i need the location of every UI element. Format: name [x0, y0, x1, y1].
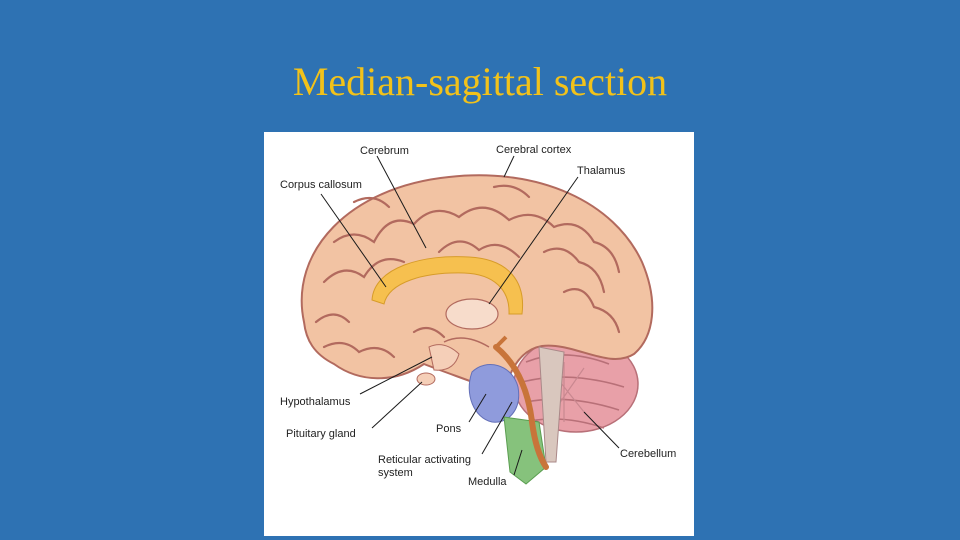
- label-cerebrum: Cerebrum: [360, 145, 409, 157]
- pons-shape: [469, 365, 518, 423]
- label-pituitary-gland: Pituitary gland: [286, 428, 356, 440]
- thalamus-shape: [446, 299, 498, 329]
- label-cerebellum: Cerebellum: [620, 448, 676, 460]
- label-reticular-line2: system: [378, 467, 413, 479]
- label-medulla: Medulla: [468, 476, 507, 488]
- slide-title: Median-sagittal section: [0, 58, 960, 105]
- brain-diagram: Cerebrum Cerebral cortex Thalamus Corpus…: [264, 132, 694, 536]
- brain-illustration: Cerebrum Cerebral cortex Thalamus Corpus…: [264, 132, 694, 536]
- pituitary-gland-shape: [417, 373, 435, 385]
- label-reticular-line1: Reticular activating: [378, 454, 471, 466]
- label-hypothalamus: Hypothalamus: [280, 396, 351, 408]
- label-pons: Pons: [436, 423, 462, 435]
- label-cerebral-cortex: Cerebral cortex: [496, 144, 572, 156]
- label-thalamus: Thalamus: [577, 165, 626, 177]
- label-corpus-callosum: Corpus callosum: [280, 179, 362, 191]
